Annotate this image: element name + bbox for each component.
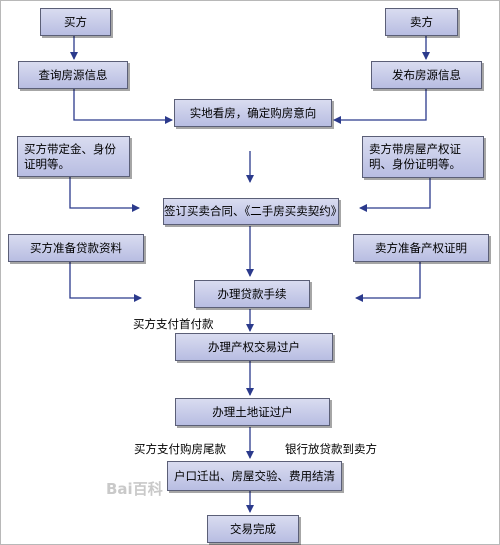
arrow-publish-to-visit — [333, 89, 427, 124]
buyer-loan-docs-node: 买方准备贷款资料 — [8, 234, 144, 262]
site-visit-node: 实地看房，确定购房意向 — [174, 99, 332, 127]
buyer-docs-node: 买方带定金、身份证明等。 — [17, 136, 130, 177]
seller-property-cert-node: 卖方准备产权证明 — [353, 234, 489, 262]
arrow-query-to-visit — [73, 89, 173, 124]
arrow-loandocs-to-loan — [69, 262, 142, 302]
settlement-node: 户口迁出、房屋交验、费用结清 — [167, 461, 342, 491]
transfer-title-node: 办理产权交易过户 — [175, 333, 333, 361]
bank-loan-label: 银行放贷款到卖方 — [285, 442, 377, 456]
seller-node: 卖方 — [385, 8, 458, 36]
publish-listing-node: 发布房源信息 — [371, 61, 482, 89]
arrow-sellerdocs-to-sign — [359, 178, 431, 212]
complete-node: 交易完成 — [207, 515, 299, 543]
sign-contract-node: 签订买卖合同、《二手房买卖契约》 — [163, 198, 342, 225]
buyer-node: 买方 — [40, 8, 111, 36]
arrow-buyerdocs-to-sign — [69, 177, 140, 212]
query-listing-node: 查询房源信息 — [18, 61, 128, 89]
baike-watermark: Bai百科 — [106, 480, 163, 498]
arrow-propcert-to-loan — [355, 262, 421, 302]
final-payment-label: 买方支付购房尾款 — [134, 442, 226, 456]
transfer-land-node: 办理土地证过户 — [175, 398, 330, 426]
down-payment-label: 买方支付首付款 — [133, 317, 214, 331]
loan-procedure-node: 办理贷款手续 — [194, 280, 310, 308]
seller-docs-node: 卖方带房屋产权证明、身份证明等。 — [362, 136, 484, 178]
